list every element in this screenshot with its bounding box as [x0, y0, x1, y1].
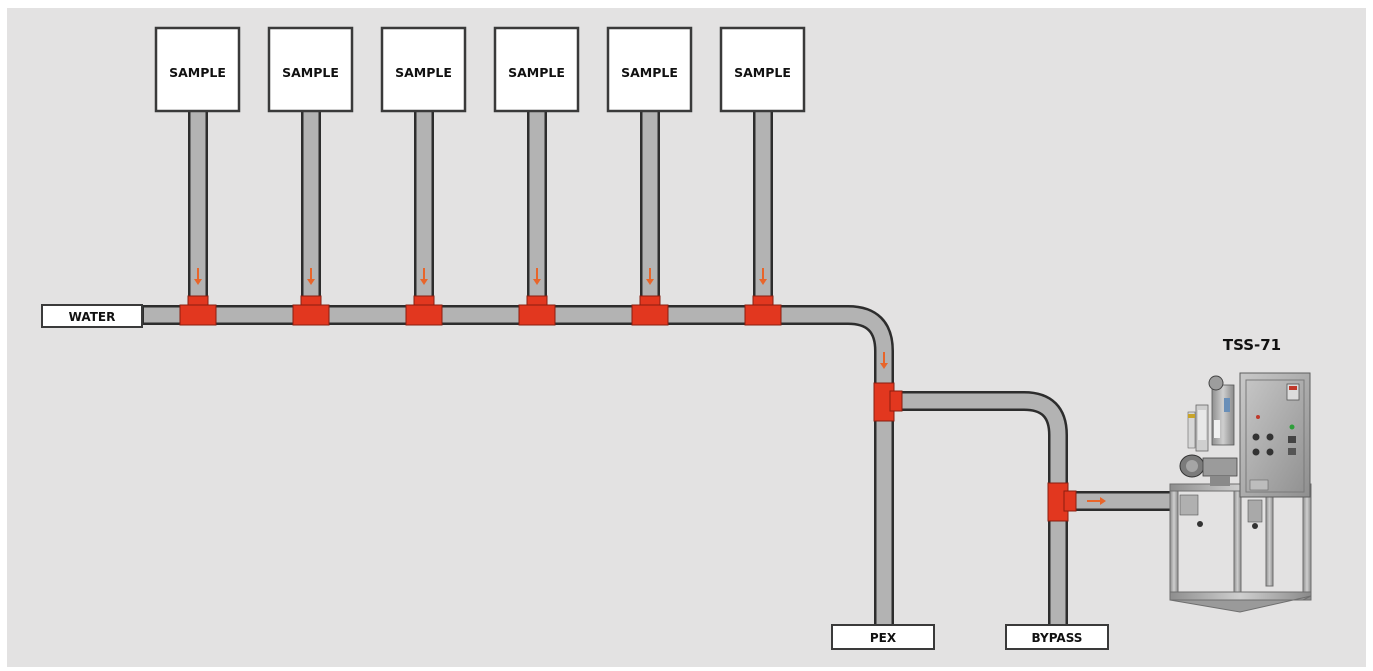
- tss-unit-title: TSS-71: [1223, 336, 1281, 354]
- bypass-outlet-label-box: BYPASS: [1005, 624, 1109, 650]
- water-inlet-label-box: WATER: [41, 304, 143, 328]
- flow-arrow-down-icon: [880, 352, 888, 369]
- bypass-label: BYPASS: [1032, 631, 1083, 645]
- sample-box: SAMPLE: [493, 26, 580, 113]
- pex-outlet-label-box: PEX: [831, 624, 935, 650]
- flow-arrow-down-icon: [420, 268, 428, 285]
- pump-assembly: [1179, 454, 1263, 529]
- sample-box: SAMPLE: [719, 26, 806, 113]
- tss-71-unit-illustration: [1169, 372, 1312, 613]
- tee-fitting: [873, 382, 903, 422]
- tee-fittings: [179, 295, 1077, 522]
- flow-arrows: [194, 268, 1106, 505]
- tee-fitting: [405, 295, 443, 326]
- flow-arrow-down-icon: [533, 268, 541, 285]
- sample-box: SAMPLE: [606, 26, 693, 113]
- sample-box-label: SAMPLE: [508, 65, 565, 80]
- sample-box-label: SAMPLE: [395, 65, 452, 80]
- sample-box: SAMPLE: [267, 26, 354, 113]
- sample-box-label: SAMPLE: [734, 65, 791, 80]
- sample-box-label: SAMPLE: [282, 65, 339, 80]
- flow-arrow-right-icon: [1087, 497, 1106, 505]
- control-cabinet: [1239, 372, 1311, 498]
- tee-fitting: [518, 295, 556, 326]
- tee-fitting: [1047, 482, 1077, 522]
- tee-fitting: [179, 295, 217, 326]
- flow-arrow-down-icon: [307, 268, 315, 285]
- flow-arrow-down-icon: [646, 268, 654, 285]
- sample-box: SAMPLE: [380, 26, 467, 113]
- flow-arrow-down-icon: [194, 268, 202, 285]
- sample-box-label: SAMPLE: [169, 65, 226, 80]
- pex-label: PEX: [870, 631, 897, 645]
- sample-boxes: SAMPLE SAMPLE SAMPLE SAMPLE SAMPLE SAMPL…: [154, 26, 806, 113]
- instrument-column: [1187, 375, 1235, 452]
- diagram-background: [7, 8, 1366, 667]
- sample-box-label: SAMPLE: [621, 65, 678, 80]
- tee-fitting: [292, 295, 330, 326]
- water-label: WATER: [69, 310, 116, 324]
- flow-arrow-down-icon: [759, 268, 767, 285]
- sample-box: SAMPLE: [154, 26, 241, 113]
- tee-fitting: [744, 295, 782, 326]
- tee-fitting: [631, 295, 669, 326]
